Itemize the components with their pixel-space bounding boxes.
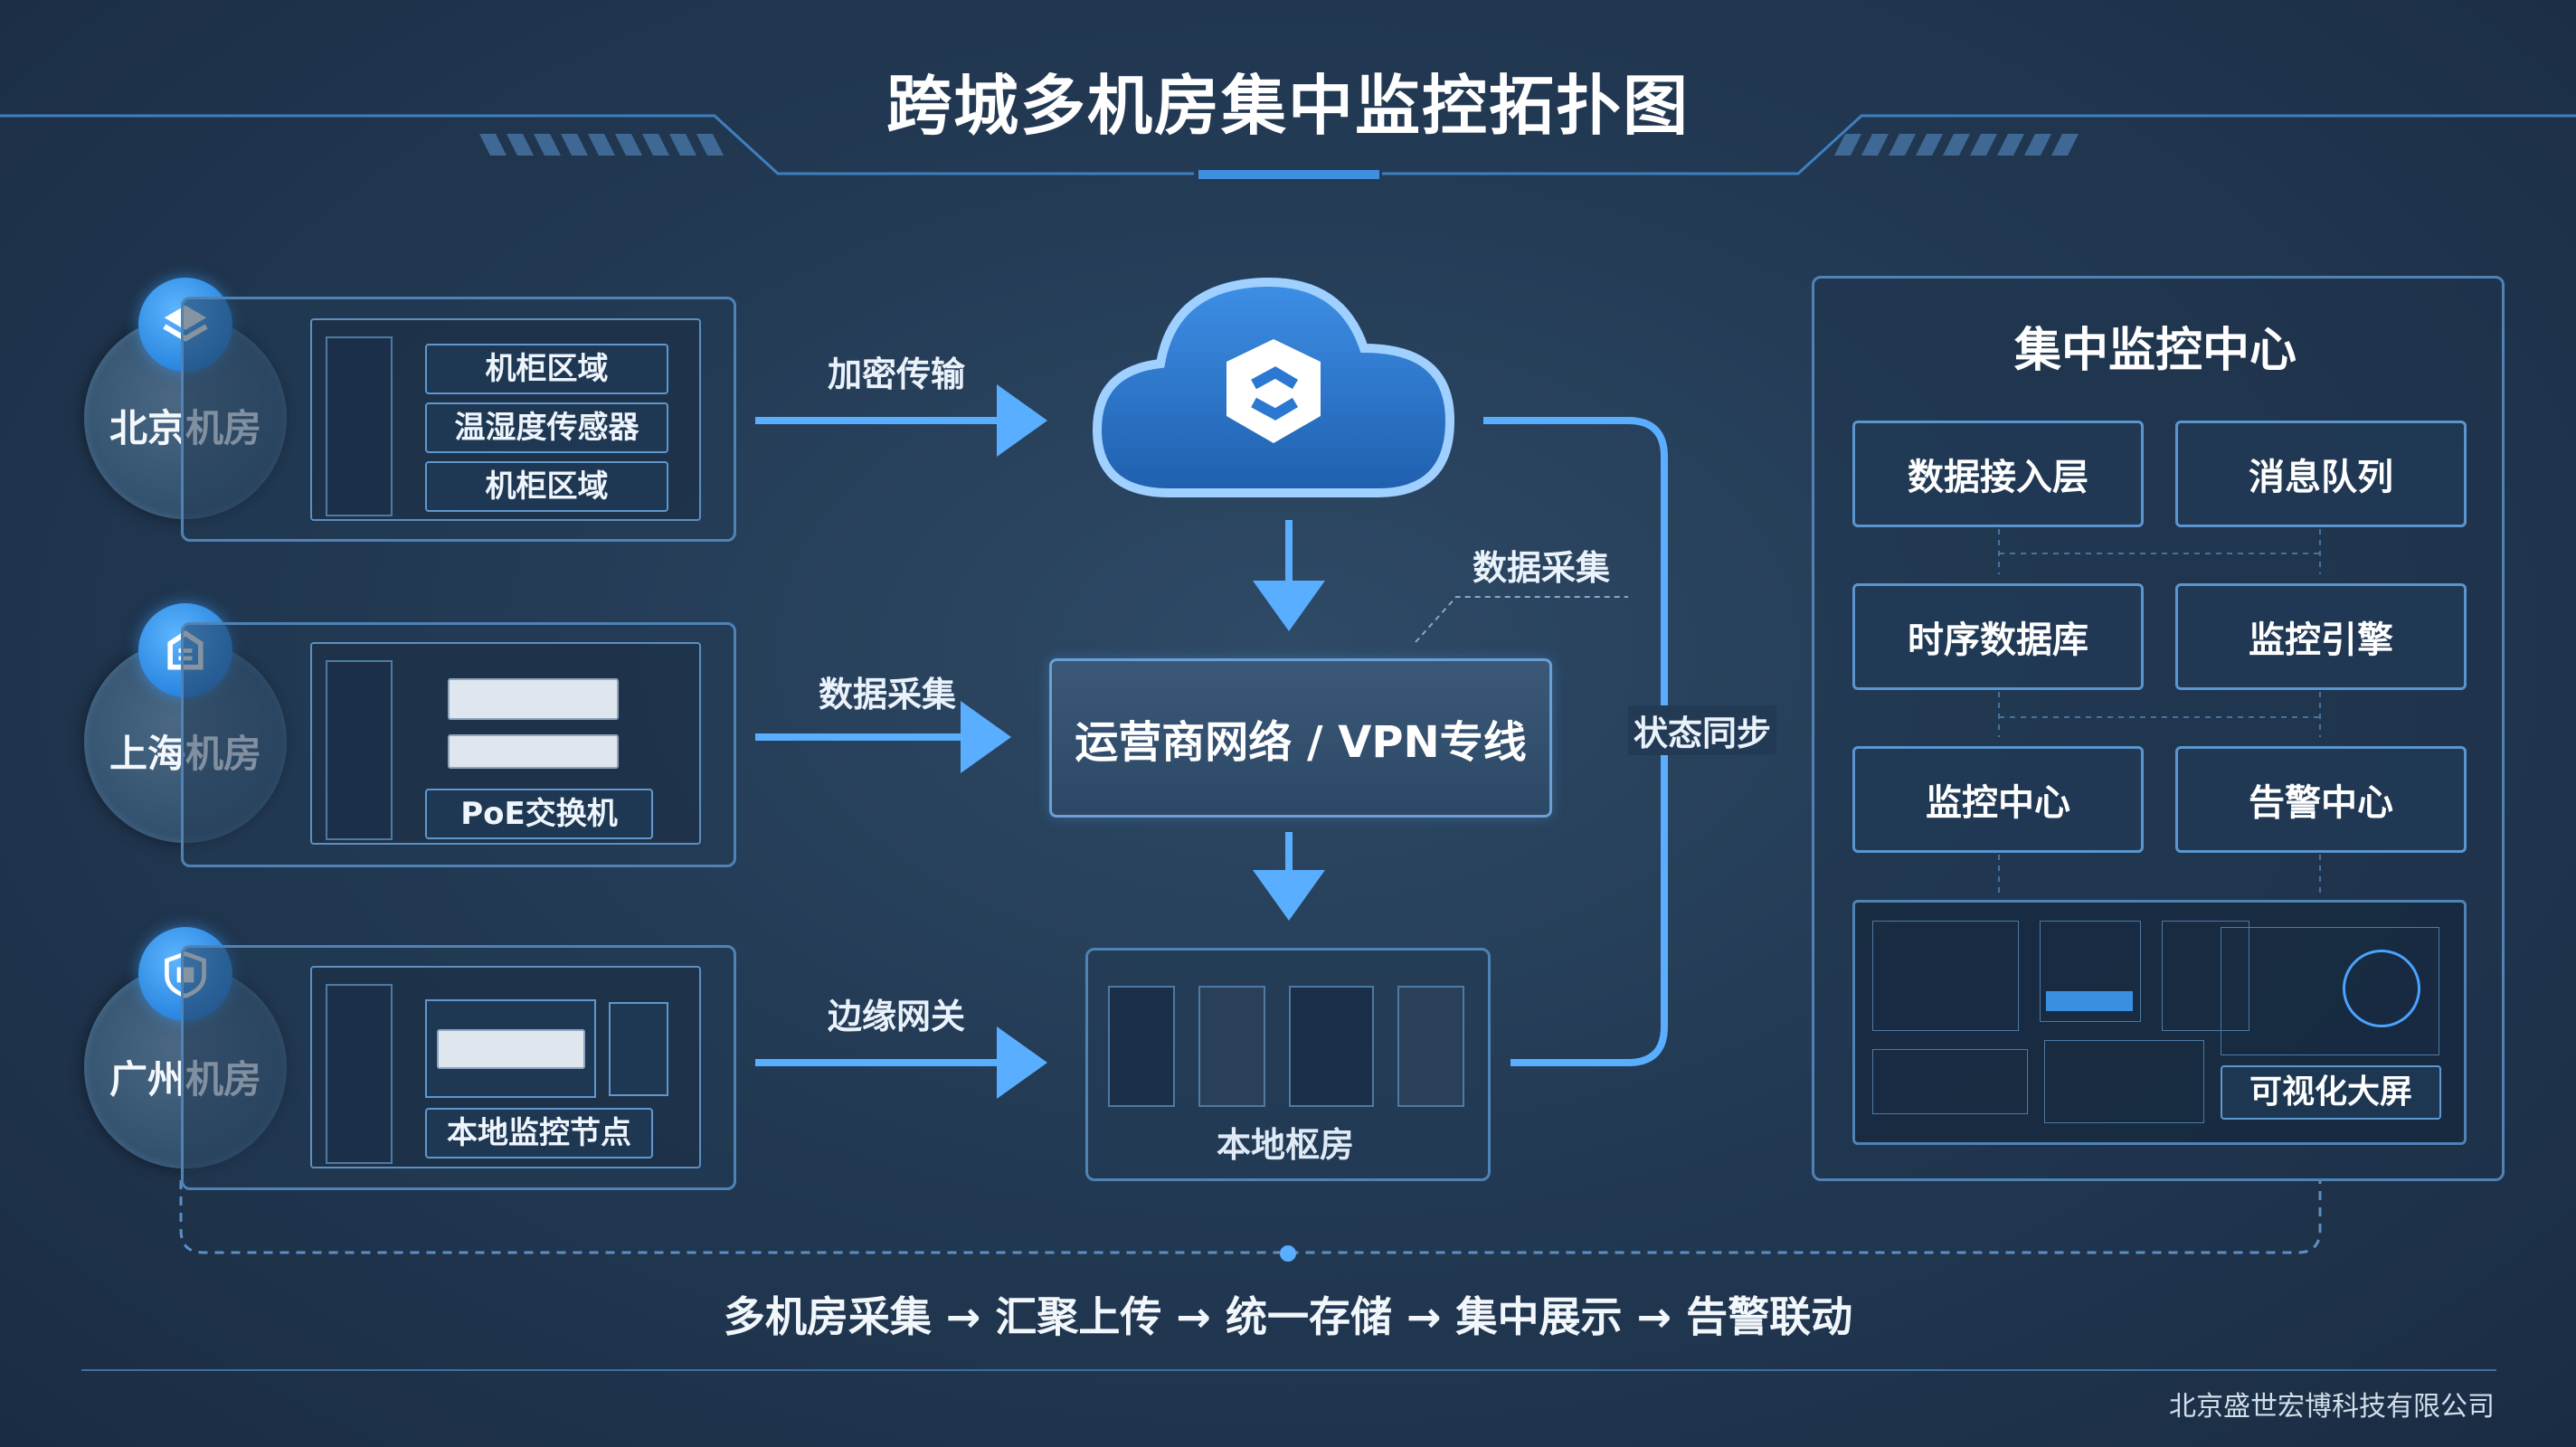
header-accent	[1198, 170, 1379, 179]
header-stripes-left	[479, 134, 724, 156]
dashboard-widget	[1872, 921, 2019, 1031]
edge-gateway-device	[437, 1029, 585, 1069]
center-title: 集中监控中心	[2013, 324, 2297, 378]
link-label-shanghai: 数据采集	[819, 675, 957, 714]
visualization-screen-label: 可视化大屏	[2221, 1065, 2441, 1120]
local-room-label: 本地枢房	[1216, 1125, 1354, 1165]
edge-gateway-device	[609, 1002, 668, 1096]
module-monitor-center: 监控中心	[1852, 746, 2144, 853]
shanghai-tag-poe-switch: PoE交换机	[425, 789, 653, 839]
center-dashed-links	[1998, 529, 2321, 894]
company-name: 北京盛世宏博科技有限公司	[2169, 1391, 2495, 1423]
guangzhou-tag-local-monitor-node: 本地监控节点	[425, 1108, 653, 1159]
beijing-tag-temp-humidity: 温湿度传感器	[425, 402, 668, 453]
module-monitor-engine: 监控引擎	[2175, 583, 2467, 690]
dashboard-widget	[2044, 1040, 2204, 1123]
module-alarm-center: 告警中心	[2175, 746, 2467, 853]
dashboard-widget	[1872, 1049, 2028, 1114]
header-stripes-right	[1834, 134, 2079, 156]
local-server-rack	[1289, 986, 1374, 1107]
shanghai-server-column	[326, 660, 393, 840]
data-collect-leader	[1415, 596, 1628, 643]
link-label-status-sync: 状态同步	[1628, 705, 1777, 755]
bottom-bracket	[179, 1180, 2322, 1254]
module-data-ingestion: 数据接入层	[1852, 421, 2144, 527]
dashboard-widget	[2221, 927, 2439, 1055]
module-timeseries-db: 时序数据库	[1852, 583, 2144, 690]
local-server-rack	[1108, 986, 1175, 1107]
dashboard-widget	[2162, 921, 2249, 1031]
radar-icon	[2343, 950, 2420, 1027]
link-label-beijing: 加密传输	[828, 355, 966, 394]
local-server-rack	[1198, 986, 1265, 1107]
process-flow: 多机房采集 → 汇聚上传 → 统一存储 → 集中展示 → 告警联动	[723, 1292, 1853, 1341]
bracket-dot	[1280, 1245, 1296, 1262]
dashboard-widget	[2046, 991, 2133, 1011]
header-frame	[0, 114, 2576, 175]
page-title: 跨城多机房集中监控拓扑图	[886, 68, 1690, 144]
link-label-cloud-collect: 数据采集	[1473, 548, 1611, 588]
beijing-tag-cabinet-area-1: 机柜区域	[425, 344, 668, 394]
link-label-guangzhou: 边缘网关	[828, 997, 966, 1036]
module-message-queue: 消息队列	[2175, 421, 2467, 527]
beijing-server-column	[326, 336, 393, 516]
carrier-vpn-network: 运营商网络 / VPN专线	[1049, 658, 1552, 818]
cloud-icon	[1092, 277, 1455, 497]
network-switch-device	[448, 734, 619, 769]
local-server-rack	[1397, 986, 1464, 1107]
guangzhou-server-column	[326, 984, 393, 1164]
dashboard-widget	[2040, 921, 2141, 1022]
beijing-tag-cabinet-area-2: 机柜区域	[425, 461, 668, 512]
network-switch-device	[448, 678, 619, 720]
